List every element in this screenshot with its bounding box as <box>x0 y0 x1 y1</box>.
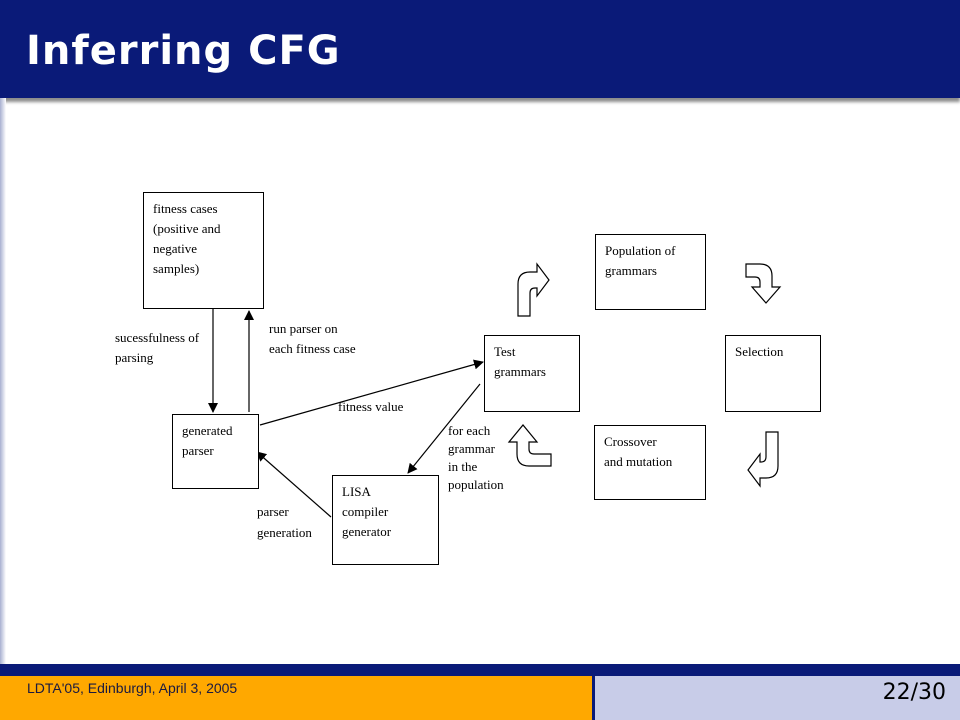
label-fitness-value: fitness value <box>338 399 404 414</box>
fitness-cases-box: fitness cases (positive and negative sam… <box>143 192 264 309</box>
label-for-each-grammar: for each grammar in the population <box>448 423 504 492</box>
arrow-parser-to-test <box>259 359 484 426</box>
crossover-box: Crossover and mutation <box>594 425 706 500</box>
slide-header <box>0 0 960 98</box>
arrow-test-to-lisa <box>407 383 481 474</box>
curved-arrow-down-right-icon <box>745 263 782 304</box>
label-successfulness: sucessfulness of parsing <box>115 330 200 365</box>
curved-arrow-down-left-icon <box>747 431 779 488</box>
population-box: Population of grammars <box>595 234 706 310</box>
footer-right-panel <box>592 676 960 720</box>
selection-box: Selection <box>725 335 821 412</box>
curved-arrow-up-left-icon <box>507 424 552 467</box>
label-run-parser: run parser on each fitness case <box>269 321 356 356</box>
generated-parser-box: generated parser <box>172 414 259 489</box>
left-accent-stripe <box>0 98 6 664</box>
test-grammars-box: Test grammars <box>484 335 580 412</box>
footer-divider <box>0 664 960 676</box>
slide-title: Inferring CFG <box>26 28 341 74</box>
page-number: 22/30 <box>882 680 946 705</box>
label-parser-generation: parser generation <box>257 504 312 540</box>
footer-conference-text: LDTA'05, Edinburgh, April 3, 2005 <box>27 680 238 696</box>
arrow-lisa-to-parser <box>256 451 332 518</box>
lisa-compiler-box: LISA compiler generator <box>332 475 439 565</box>
footer-left-panel <box>0 676 592 720</box>
curved-arrow-up-right-icon <box>517 262 550 317</box>
